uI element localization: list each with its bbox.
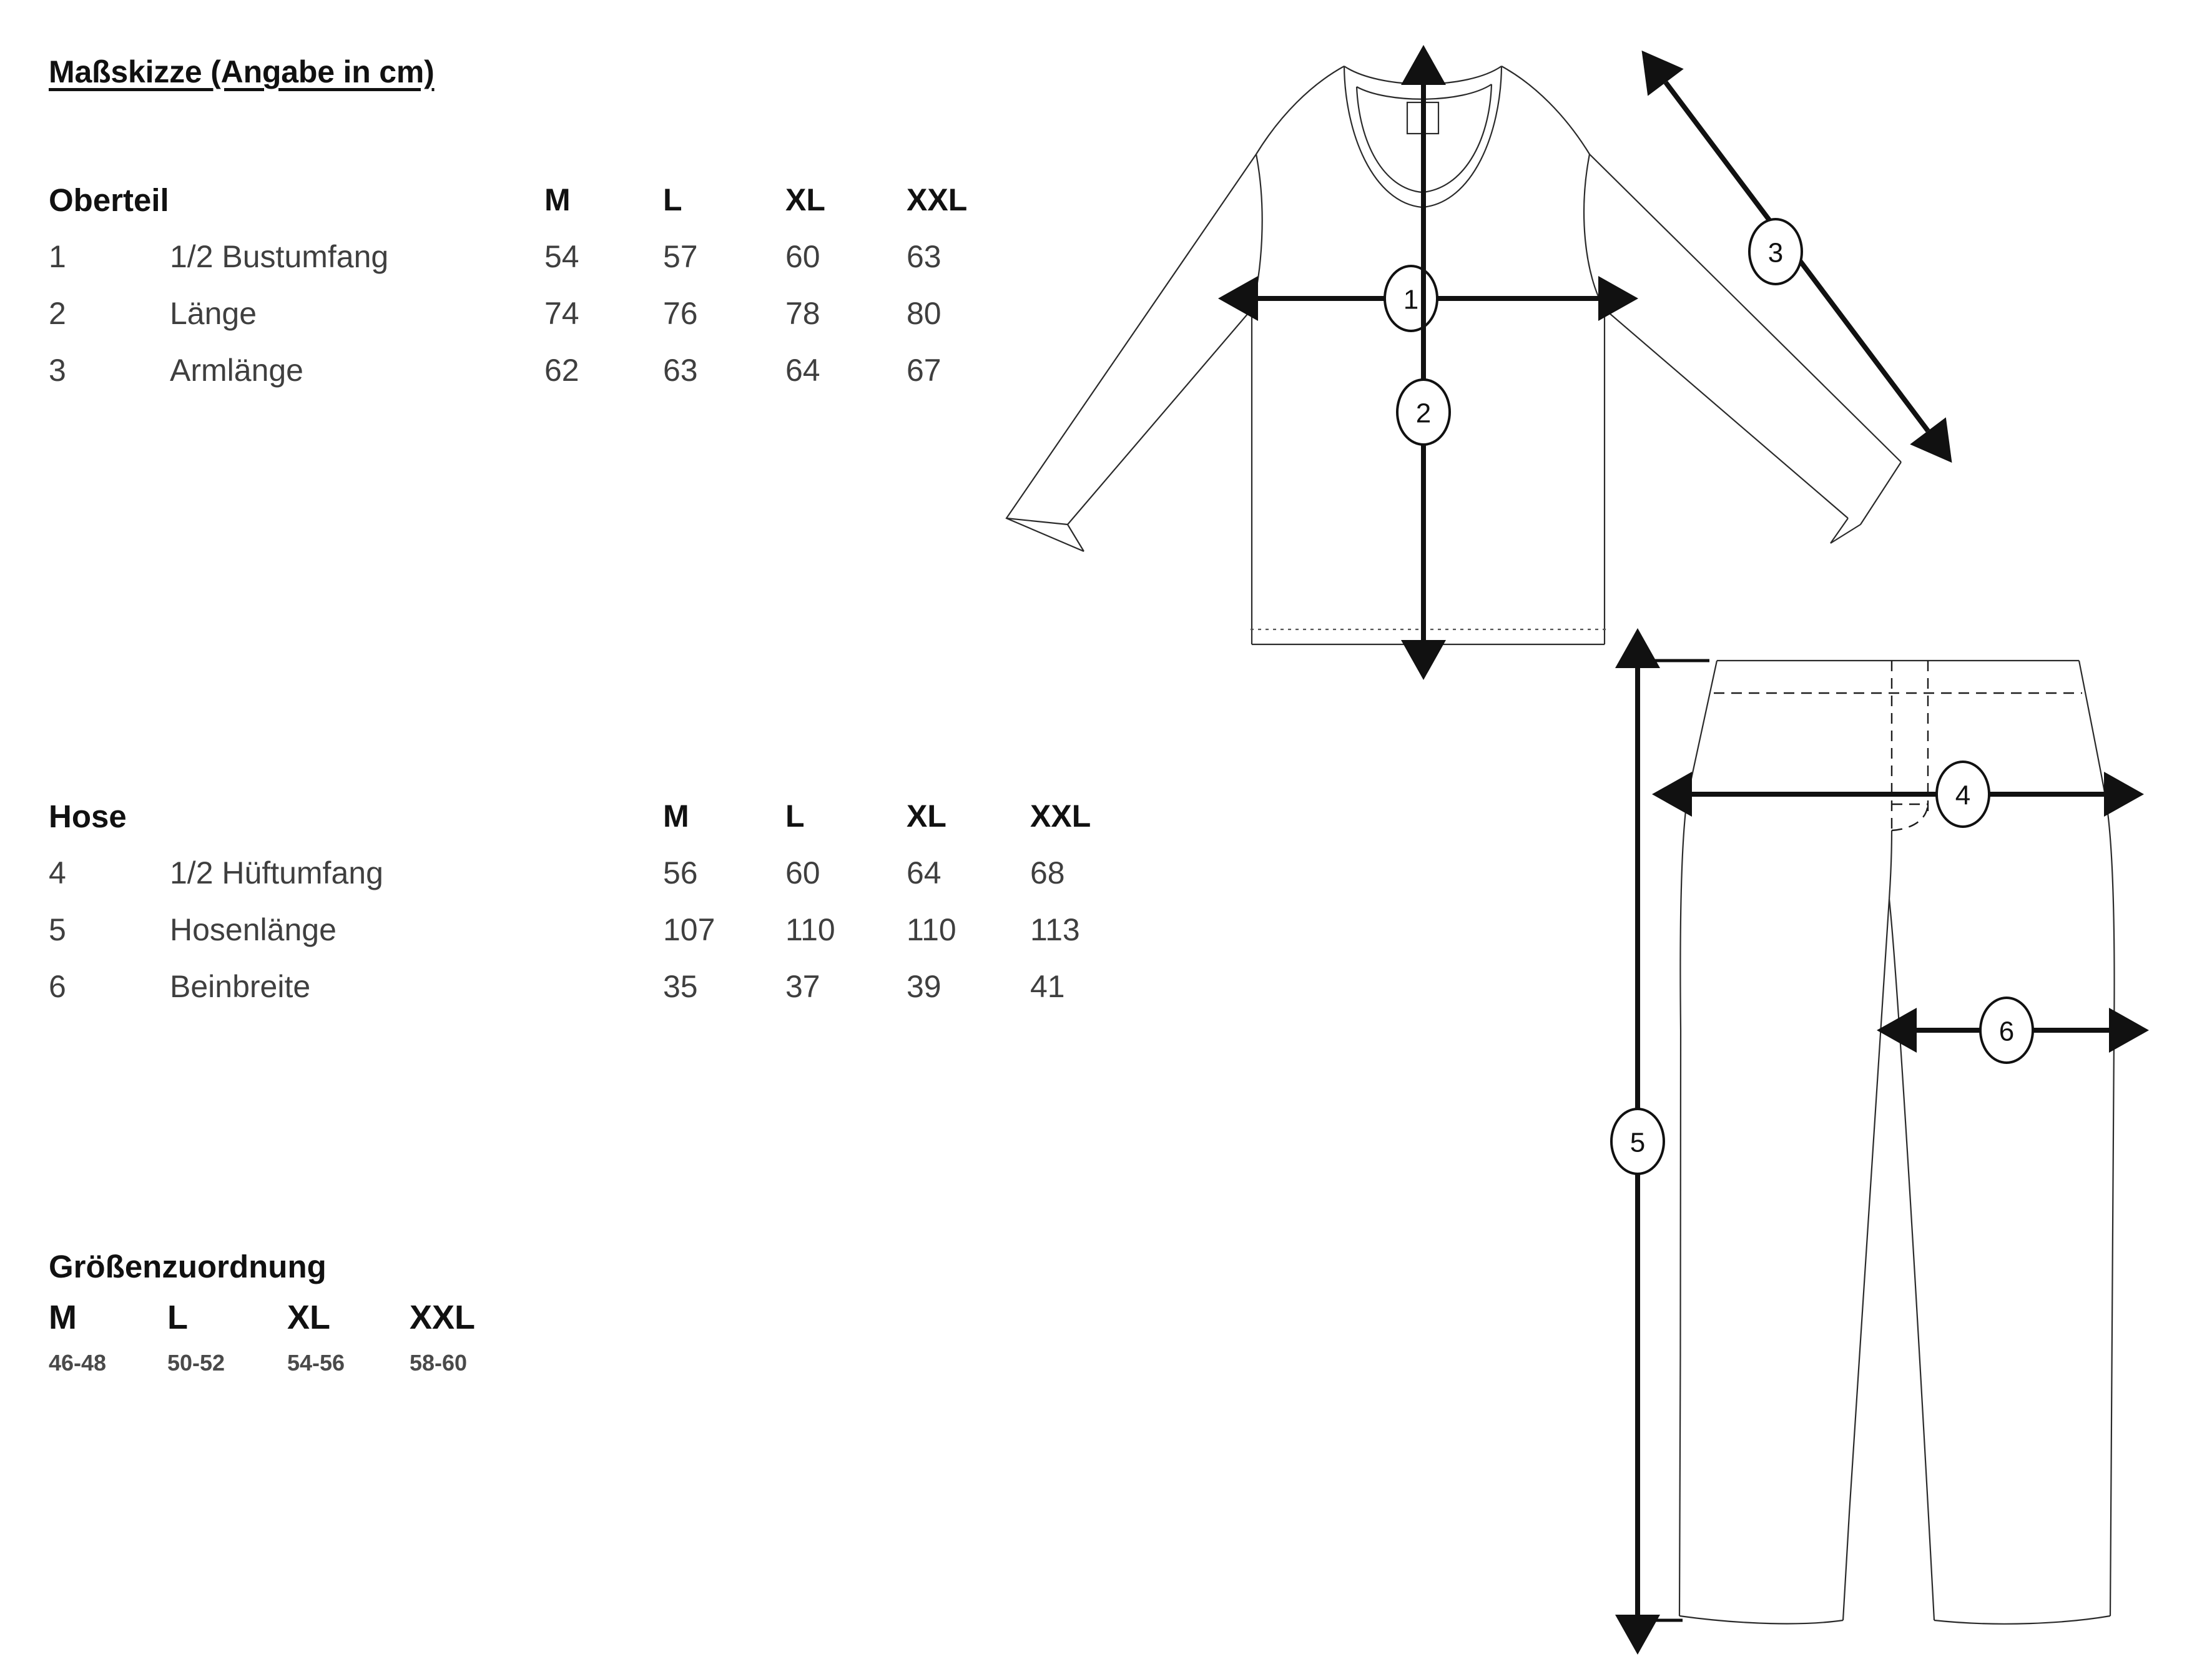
row-number: 5 — [49, 912, 66, 947]
page-title: Maßskizze (Angabe in cm) — [49, 54, 435, 89]
cell-m: 74 — [544, 296, 579, 331]
cell-xxl: 63 — [907, 239, 941, 274]
row-number: 2 — [49, 296, 66, 331]
dimension-line-1: 1 — [1218, 265, 1638, 332]
callout-label-6: 6 — [1999, 1017, 2014, 1047]
column-header-xl: XL — [907, 799, 946, 834]
row-label: Beinbreite — [170, 969, 311, 1004]
callout-label-5: 5 — [1630, 1128, 1645, 1158]
shirt-technical-drawing: 1 2 3 — [974, 25, 2035, 680]
size-label-m: M — [49, 1299, 77, 1336]
cell-l: 57 — [663, 239, 698, 274]
cell-m: 35 — [663, 969, 698, 1004]
cell-m: 62 — [544, 353, 579, 388]
cell-xl: 78 — [785, 296, 820, 331]
cell-m: 107 — [663, 912, 715, 947]
cell-l: 63 — [663, 353, 698, 388]
cell-xl: 39 — [907, 969, 941, 1004]
cell-l: 60 — [785, 855, 820, 890]
cell-xxl: 68 — [1030, 855, 1065, 890]
cell-l: 76 — [663, 296, 698, 331]
row-number: 6 — [49, 969, 66, 1004]
dimension-line-2: 2 — [1396, 45, 1451, 680]
callout-label-4: 4 — [1955, 780, 1970, 811]
size-range-xl: 54-56 — [287, 1350, 345, 1376]
cell-xl: 110 — [907, 912, 956, 947]
dimension-line-4: 4 — [1652, 761, 2144, 828]
cell-l: 37 — [785, 969, 820, 1004]
dimension-line-5: 5 — [1610, 628, 1709, 1655]
row-label: Hosenlänge — [170, 912, 337, 947]
callout-label-2: 2 — [1416, 398, 1431, 429]
cell-xxl: 113 — [1030, 912, 1080, 947]
cell-l: 110 — [785, 912, 835, 947]
cell-m: 56 — [663, 855, 698, 890]
row-label: 1/2 Hüftumfang — [170, 855, 383, 890]
size-range-l: 50-52 — [167, 1350, 225, 1376]
row-number: 3 — [49, 353, 66, 388]
cell-xl: 60 — [785, 239, 820, 274]
callout-marker-3 — [1748, 218, 1803, 285]
cell-xxl: 67 — [907, 353, 941, 388]
size-label-xl: XL — [287, 1299, 331, 1336]
dimension-line-6: 6 — [1877, 997, 2149, 1064]
callout-marker-2 — [1396, 378, 1451, 446]
cell-xl: 64 — [785, 353, 820, 388]
row-number: 4 — [49, 855, 66, 890]
row-label: 1/2 Bustumfang — [170, 239, 389, 274]
cell-xxl: 41 — [1030, 969, 1065, 1004]
cell-m: 54 — [544, 239, 579, 274]
size-mapping-title: Größenzuordnung — [49, 1249, 327, 1284]
column-header-xxl: XXL — [907, 182, 968, 217]
size-label-xxl: XXL — [410, 1299, 476, 1336]
size-label-l: L — [167, 1299, 188, 1336]
row-label: Länge — [170, 296, 257, 331]
column-header-xl: XL — [785, 182, 825, 217]
cell-xxl: 80 — [907, 296, 941, 331]
callout-label-1: 1 — [1403, 285, 1418, 315]
size-mapping-ranges-row: 46-48 50-52 54-56 58-60 — [49, 1344, 467, 1382]
column-header-xxl: XXL — [1030, 799, 1091, 834]
size-range-m: 46-48 — [49, 1350, 107, 1376]
cell-xl: 64 — [907, 855, 941, 890]
size-range-xxl: 58-60 — [410, 1350, 468, 1376]
dimension-line-3: 3 — [1641, 50, 1952, 463]
row-number: 1 — [49, 239, 66, 274]
callout-label-3: 3 — [1768, 238, 1783, 268]
row-label: Armlänge — [170, 353, 303, 388]
pants-technical-drawing: 4 5 6 — [1598, 628, 2210, 1655]
column-header-m: M — [544, 182, 571, 217]
callout-marker-4 — [1935, 761, 1990, 828]
column-header-l: L — [785, 799, 805, 834]
size-mapping-sizes-row: M L XL XXL — [49, 1291, 475, 1344]
size-mapping-block: Größenzuordnung M L XL XXL 46-48 50-52 5… — [49, 1243, 475, 1382]
column-header-l: L — [663, 182, 682, 217]
section-label-hose: Hose — [49, 799, 127, 834]
callout-marker-6 — [1979, 997, 2034, 1064]
section-label-oberteil: Oberteil — [49, 182, 169, 218]
callout-marker-5 — [1610, 1108, 1665, 1175]
column-header-m: M — [663, 799, 689, 834]
